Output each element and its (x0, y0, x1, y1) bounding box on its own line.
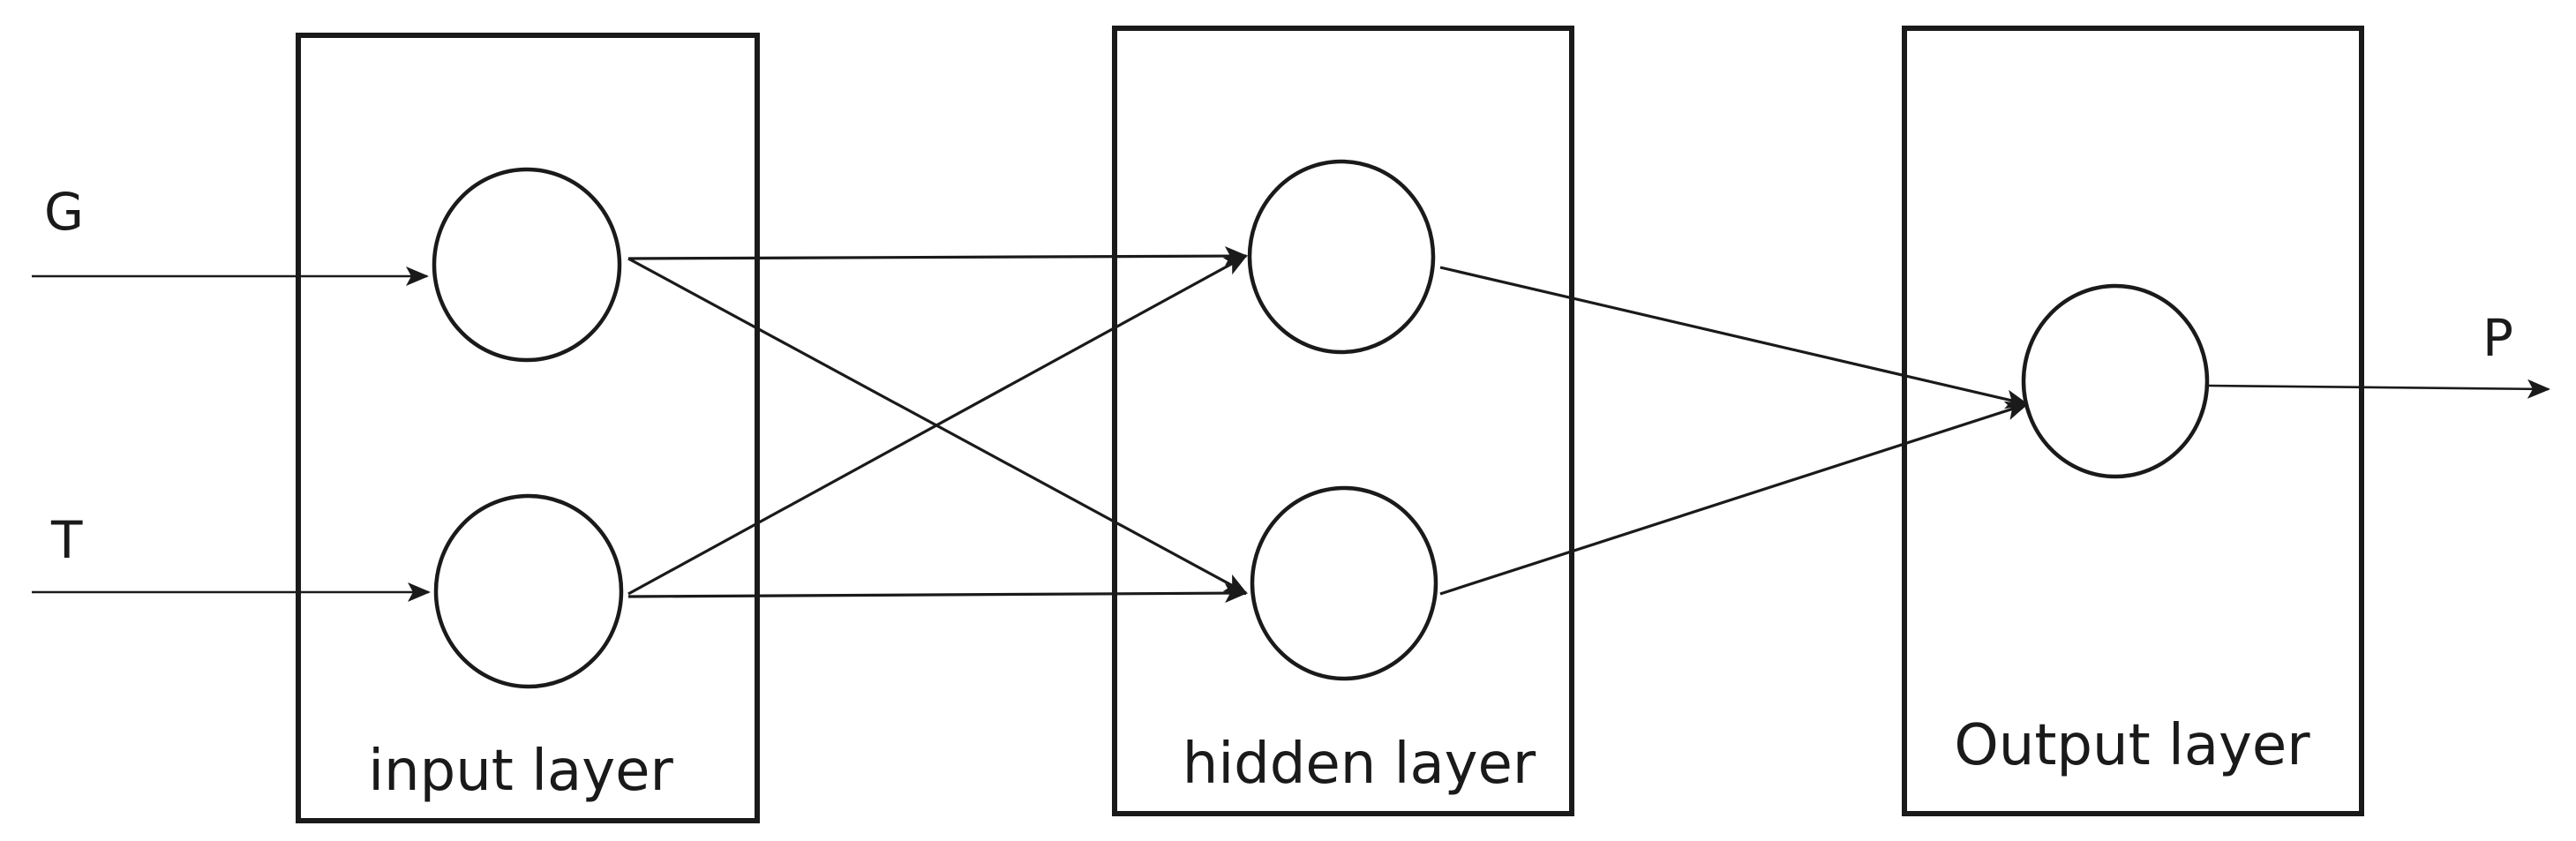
input-layer-label: input layer (368, 739, 673, 804)
hidden-neuron-2 (1250, 485, 1438, 681)
input-layer-box (296, 33, 760, 823)
hidden-neuron-1 (1247, 159, 1436, 355)
input-neuron-1 (432, 167, 622, 363)
input-neuron-2 (433, 493, 624, 689)
edge-hidden2-output (1439, 401, 2029, 596)
input-t-label: T (50, 510, 83, 570)
output-layer-label: Output layer (1954, 713, 2310, 778)
hidden-layer-box (1112, 26, 1574, 816)
hidden-layer-label: hidden layer (1183, 732, 1536, 797)
output-p-arrow (2207, 379, 2550, 399)
edge-input1-hidden1 (627, 246, 1248, 267)
edge-hidden1-output (1439, 266, 2029, 409)
edge-input2-hidden2 (627, 583, 1248, 604)
output-p-label: P (2482, 308, 2513, 368)
output-neuron (2021, 283, 2210, 479)
input-g-label: G (44, 182, 84, 242)
output-layer-box (1902, 26, 2364, 816)
edge-input2-hidden1 (627, 254, 1248, 596)
